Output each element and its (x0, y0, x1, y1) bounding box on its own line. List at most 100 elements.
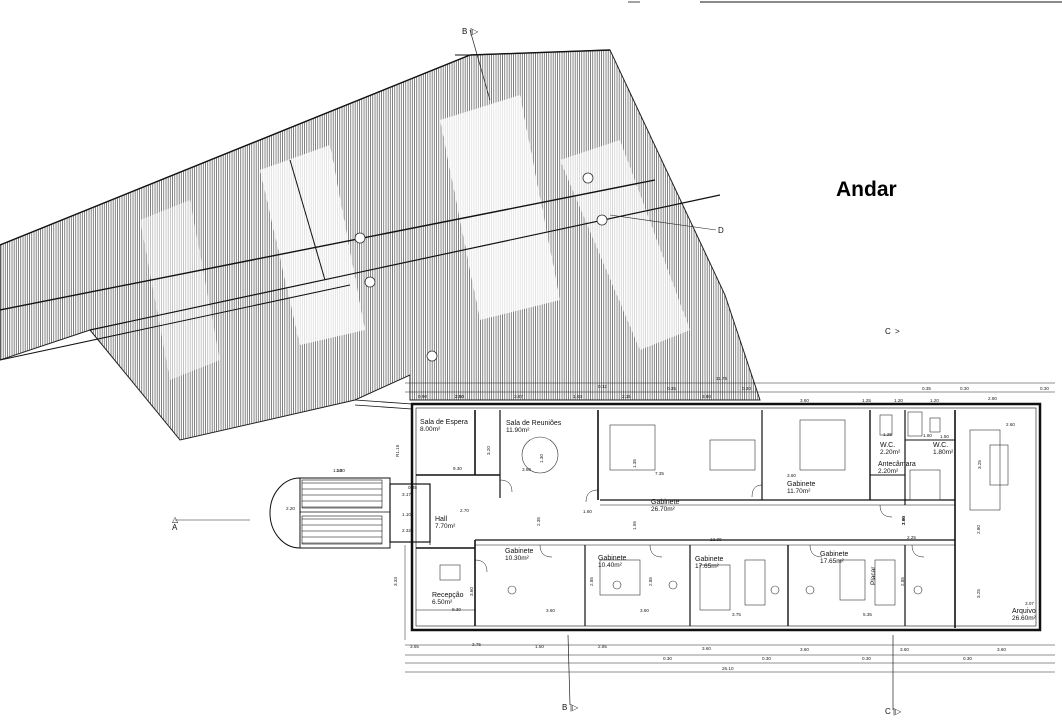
section-arrow: |▷ (570, 703, 579, 712)
dimension-label: 0.30 (663, 656, 672, 661)
dimension-lines (404, 382, 1055, 673)
dimension-label: 3.20 (486, 446, 491, 455)
dimension-label: 9.30 (452, 607, 461, 612)
section-line-b (469, 29, 491, 101)
room-labels: Sala de Espera 8.00m² Sala de Reuniões 1… (420, 419, 1037, 622)
dimension-label: 1.25 (862, 398, 871, 403)
wc-block (879, 411, 941, 501)
dimension-label: 1.60 (901, 516, 906, 525)
room-area: 10.30m² (505, 555, 530, 562)
section-marker-a: A (172, 523, 178, 532)
room-name: Gabinete (651, 499, 680, 506)
dimension-label: 7.35 (655, 471, 664, 476)
dimension-label: 3.17 (402, 492, 411, 497)
room-name: Recepção (432, 592, 464, 599)
room-area: 17.65m² (695, 563, 720, 570)
dimension-label: 3.33 (393, 577, 398, 586)
dimension-label: 2.50 (455, 394, 464, 399)
dimension-label: 1.60 (583, 509, 592, 514)
dimension-label: 2.25 (907, 535, 916, 540)
section-arrow: |▷ (470, 27, 479, 36)
dimension-label: 1.20 (894, 398, 903, 403)
room-name: Gabinete (505, 548, 534, 555)
dimension-label: 0.30 (1040, 386, 1049, 391)
dimension-label: 1.50 (535, 644, 544, 649)
room-area: 6.50m² (432, 599, 453, 606)
dimension-label: 2.95 (901, 516, 906, 525)
dimension-label: 3.60 (997, 647, 1006, 652)
dimension-label: 3.07 (1025, 601, 1034, 606)
dimension-label: 3.87 (514, 394, 523, 399)
interior-walls (416, 410, 956, 628)
section-line-b-bottom (567, 634, 571, 706)
room-area: 11.70m² (787, 488, 811, 495)
dimension-label: 2.35 (536, 517, 541, 526)
dimension-label: 0.35 (408, 485, 417, 490)
furniture (439, 419, 1009, 611)
dimension-label: 3.60 (546, 608, 555, 613)
dimension-label: 2.32 (402, 528, 411, 533)
section-marker-c-right: C (885, 327, 891, 336)
dimension-label: 1.10 (333, 468, 342, 473)
dimension-label: 3.25 (977, 460, 982, 469)
room-name: Gabinete (695, 556, 724, 563)
dimension-label: 3.60 (702, 646, 711, 651)
dimension-label: 1.30 (539, 454, 544, 463)
dimension-label: 3.25 (976, 589, 981, 598)
dimension-total: 26.10 (722, 666, 734, 671)
dimension-label: 2.85 (900, 577, 905, 586)
dimension-label: 11.75 (716, 376, 728, 381)
building-outline (354, 399, 1042, 632)
dimension-label: 2.70 (460, 508, 469, 513)
dimension-label: 0.30 (742, 386, 751, 391)
dimension-label: 3.75 (472, 642, 481, 647)
dimension-label: 0.30 (963, 656, 972, 661)
section-arrow: |▷ (893, 707, 902, 716)
room-area: 7.70m² (435, 523, 456, 530)
dimension-label: 0.30 (862, 656, 871, 661)
dimension-label: 1.35 (632, 459, 637, 468)
dimension-label: 1.60 (923, 433, 932, 438)
room-area: 26.70m² (651, 506, 676, 513)
dimension-label: 0.90 (418, 394, 427, 399)
room-name: Gabinete (787, 481, 816, 488)
dimension-label: 5.35 (863, 612, 872, 617)
dimension-label: 1.20 (930, 398, 939, 403)
dimension-label: 3.75 (732, 612, 741, 617)
dimension-label: 0.12 (598, 384, 607, 389)
room-area: 8.00m² (420, 426, 441, 433)
section-line-d (609, 214, 717, 231)
entrance-stairs (269, 477, 431, 549)
dimension-label: 2.80 (976, 525, 981, 534)
room-name: Hall (435, 516, 448, 523)
dimension-label: 2.00 (901, 516, 906, 525)
dimension-label: 1.63 (573, 394, 582, 399)
dimension-label: 12.30 (710, 537, 722, 542)
dimension-label: 0.30 (960, 386, 969, 391)
section-marker-c-bottom: C (885, 707, 891, 716)
dimension-label: 0.35 (667, 386, 676, 391)
room-name: W.C. (880, 442, 895, 449)
dimension-label: 3.80 (702, 394, 711, 399)
dimension-label: R1.15 (395, 444, 400, 457)
room-area: 2.20m² (878, 468, 899, 475)
floor-title: Andar (836, 178, 897, 201)
dimension-label: 2.85 (589, 577, 594, 586)
dimension-label: 2.60 (1006, 422, 1015, 427)
room-name: Gabinete (598, 555, 627, 562)
dimension-label: 3.60 (522, 467, 531, 472)
room-name: Gabinete (820, 551, 849, 558)
room-name: Placar (870, 566, 877, 585)
section-arrow: > (895, 327, 900, 336)
section-marker-d: D (718, 226, 724, 235)
room-name: Arquivo (1012, 608, 1036, 615)
dimension-label: 2.85 (598, 644, 607, 649)
section-arrow: △ (172, 515, 179, 524)
room-name: Antecâmara (878, 461, 916, 468)
dimension-label: 2.15 (622, 394, 631, 399)
dimension-label: 1.55 (632, 521, 637, 530)
room-name: Sala de Espera (420, 419, 468, 426)
dimension-label: 3.60 (640, 608, 649, 613)
